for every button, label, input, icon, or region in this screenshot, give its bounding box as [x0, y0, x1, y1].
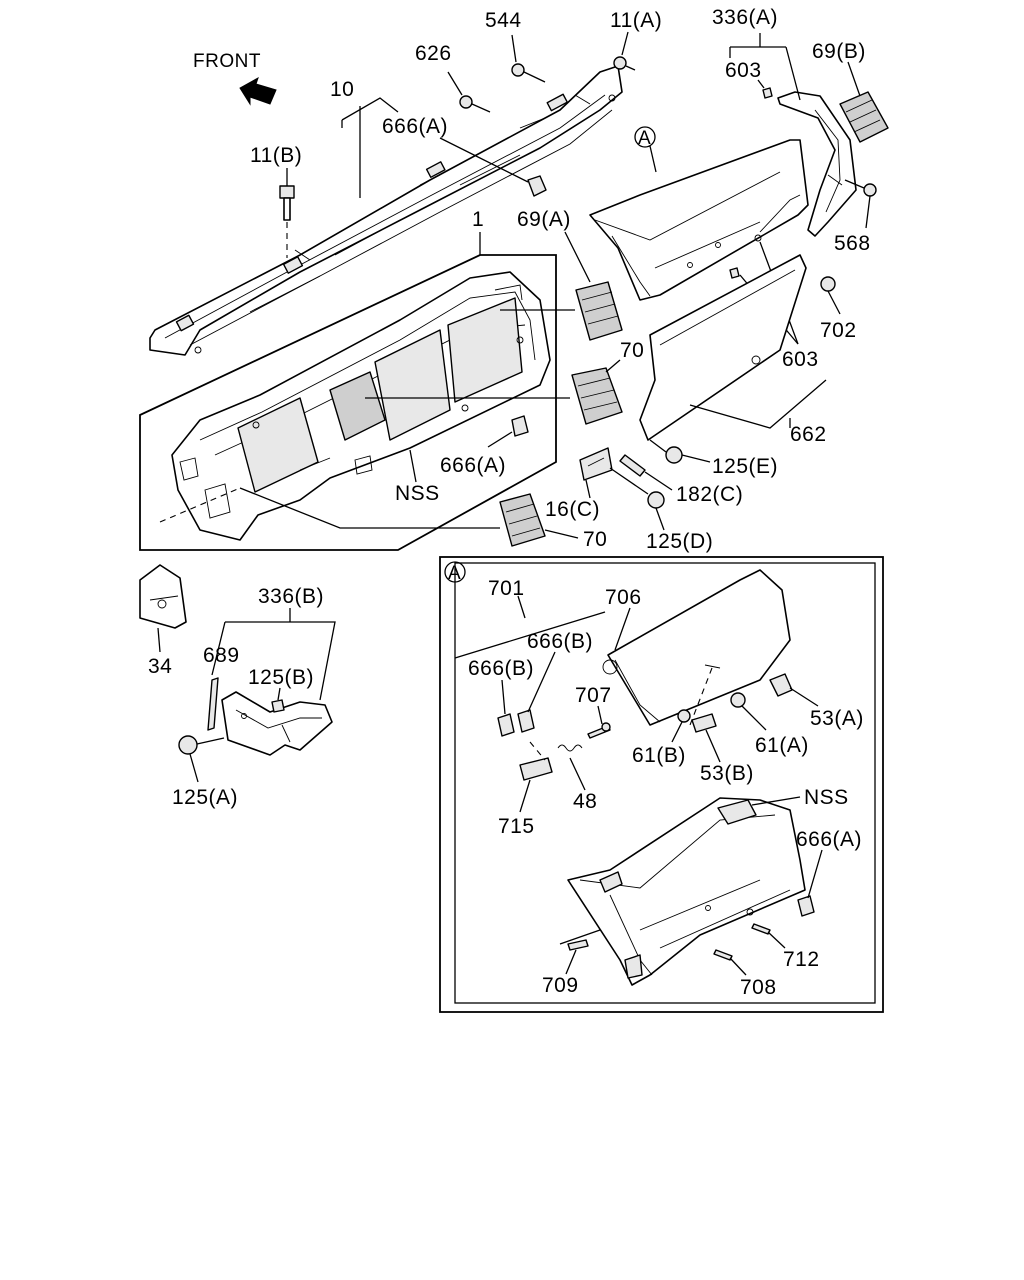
- label-712: 712: [783, 948, 820, 971]
- label-70-upper: 70: [620, 339, 644, 362]
- label-707: 707: [575, 684, 612, 707]
- label-568: 568: [834, 232, 871, 255]
- clip-125e: [649, 439, 711, 464]
- label-666b-right: 666(B): [527, 630, 593, 653]
- label-709: 709: [542, 974, 579, 997]
- label-603-top: 603: [725, 59, 762, 82]
- label-53b: 53(B): [700, 762, 754, 785]
- label-626: 626: [415, 42, 452, 65]
- label-125b: 125(B): [248, 666, 314, 689]
- label-61b: 61(B): [632, 744, 686, 767]
- label-16c: 16(C): [545, 498, 600, 521]
- bolt-11a: [613, 31, 636, 71]
- label-125e: 125(E): [712, 455, 778, 478]
- bolt-11b: [279, 168, 295, 258]
- front-indicator: FRONT: [193, 51, 277, 106]
- screw-708: [713, 949, 747, 976]
- air-vent-69b: [839, 91, 889, 143]
- clip-125d: [609, 467, 665, 531]
- label-125a: 125(A): [172, 786, 238, 809]
- screw-603-top: [757, 79, 773, 99]
- lower-cover-336b: [221, 691, 333, 756]
- glove-box-lid-662: [639, 254, 807, 441]
- label-702: 702: [820, 319, 857, 342]
- label-701: 701: [488, 577, 525, 600]
- spring-48: [557, 744, 586, 791]
- clip-666a-inset: [797, 849, 823, 917]
- label-61a: 61(A): [755, 734, 809, 757]
- label-689: 689: [203, 644, 240, 667]
- latch-16c: [579, 447, 613, 499]
- bracket-53a: [769, 673, 819, 707]
- label-nss-main: NSS: [395, 482, 440, 505]
- label-662: 662: [790, 423, 827, 446]
- front-arrow-icon: [239, 76, 277, 106]
- label-1: 1: [472, 208, 484, 231]
- label-69b: 69(B): [812, 40, 866, 63]
- label-11a: 11(A): [610, 9, 662, 32]
- clip-666b-right: [517, 651, 556, 733]
- nut-702: [820, 276, 841, 315]
- air-vent-70-upper: [571, 367, 623, 425]
- label-706: 706: [605, 586, 642, 609]
- instrument-panel-body-part-1: [139, 232, 557, 551]
- screw-709: [565, 939, 589, 975]
- bolt-568: [844, 179, 877, 229]
- label-182c: 182(C): [676, 483, 743, 506]
- label-11b: 11(B): [250, 144, 302, 167]
- label-10: 10: [330, 78, 354, 101]
- screw-712: [751, 923, 786, 949]
- label-715: 715: [498, 815, 535, 838]
- label-666a-inset: 666(A): [796, 828, 862, 851]
- air-vent-69a: [575, 281, 623, 341]
- label-336b: 336(B): [258, 585, 324, 608]
- label-603-mid: 603: [782, 348, 819, 371]
- bolt-544: [511, 34, 546, 83]
- label-69a: 69(A): [517, 208, 571, 231]
- air-vent-70-lower: [499, 493, 546, 547]
- glove-box-door-706: [602, 569, 791, 726]
- screw-182c: [619, 454, 673, 491]
- clip-125b: [271, 687, 285, 713]
- label-nss-inset: NSS: [804, 786, 849, 809]
- latch-53b: [691, 713, 721, 763]
- clip-125a: [178, 735, 225, 783]
- front-label: FRONT: [193, 51, 261, 72]
- label-544: 544: [485, 9, 522, 32]
- label-53a: 53(A): [810, 707, 864, 730]
- label-70-lower: 70: [583, 528, 607, 551]
- clip-666a-top: [439, 137, 547, 197]
- inset-box-a: A: [439, 556, 884, 1013]
- bolt-626: [447, 71, 491, 113]
- end-cap-34: [139, 564, 187, 653]
- callout-marker-a-inset: A: [448, 563, 461, 584]
- label-34: 34: [148, 655, 172, 678]
- hinge-715: [519, 741, 553, 813]
- side-cover-336a: [777, 91, 857, 237]
- screw-707: [587, 705, 611, 739]
- label-48: 48: [573, 790, 597, 813]
- washer-61b: [671, 709, 691, 743]
- label-336a: 336(A): [712, 6, 778, 29]
- part-labels: 544 11(A) 336(A) 626 603 69(B) 10 666(A)…: [148, 6, 871, 999]
- glove-box-inner-nss: [567, 797, 806, 986]
- trim-strip-689: [207, 677, 219, 731]
- label-666b-left: 666(B): [468, 657, 534, 680]
- callout-marker-a-top: A: [638, 128, 651, 149]
- clip-666b-left: [497, 679, 515, 737]
- label-708: 708: [740, 976, 777, 999]
- label-125d: 125(D): [646, 530, 713, 553]
- clip-666a-mid: [511, 415, 529, 437]
- glove-box-assembly-a: [589, 139, 809, 301]
- bolt-61a: [730, 692, 767, 731]
- label-666a-mid: 666(A): [440, 454, 506, 477]
- upper-cover-part-10: [149, 65, 623, 356]
- label-666a-top: 666(A): [382, 115, 448, 138]
